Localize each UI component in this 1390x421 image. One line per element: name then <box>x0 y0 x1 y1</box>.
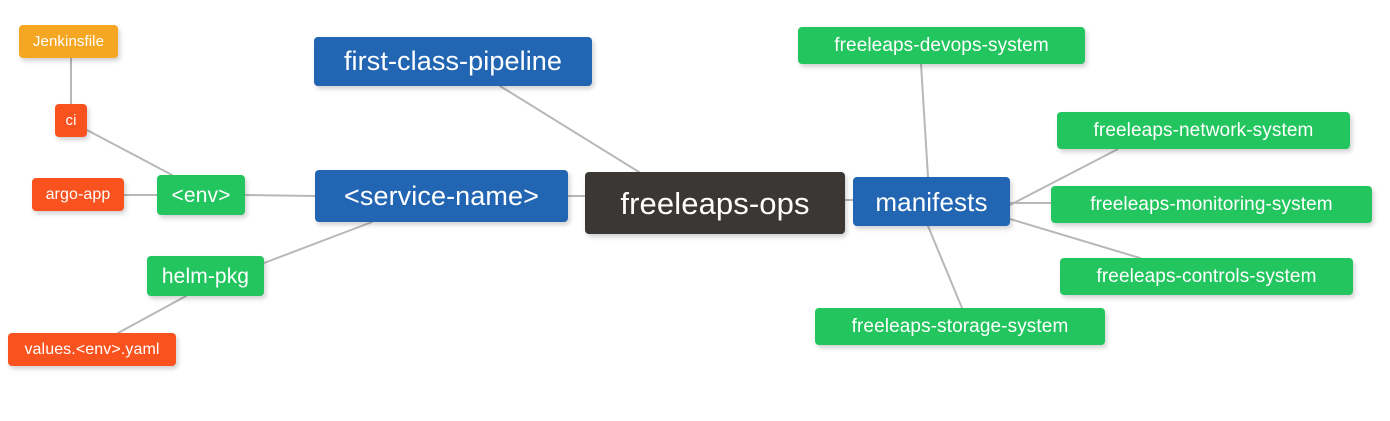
node-ci[interactable]: ci <box>55 104 87 137</box>
node-label: <env> <box>171 183 231 207</box>
node-label: values.<env>.yaml <box>24 340 160 358</box>
edge-manifests-to-devops <box>920 63 929 178</box>
edge-env-to-service-name <box>244 194 316 197</box>
node-label: freeleaps-ops <box>620 185 810 221</box>
edge-manifests-to-controls <box>1009 218 1141 259</box>
node-label: helm-pkg <box>161 264 250 288</box>
node-helm-pkg[interactable]: helm-pkg <box>147 256 264 296</box>
edge-manifests-to-storage <box>927 225 963 309</box>
node-devops[interactable]: freeleaps-devops-system <box>798 27 1085 64</box>
node-label: first-class-pipeline <box>343 46 563 76</box>
node-argo-app[interactable]: argo-app <box>32 178 124 211</box>
edge-helm-pkg-to-service-name <box>263 221 373 264</box>
node-storage[interactable]: freeleaps-storage-system <box>815 308 1105 345</box>
edge-manifests-to-network <box>1009 148 1119 206</box>
node-network[interactable]: freeleaps-network-system <box>1057 112 1350 149</box>
node-monitoring[interactable]: freeleaps-monitoring-system <box>1051 186 1372 223</box>
node-pipeline[interactable]: first-class-pipeline <box>314 37 592 86</box>
node-label: ci <box>65 112 77 129</box>
node-jenkinsfile[interactable]: Jenkinsfile <box>19 25 118 58</box>
node-manifests[interactable]: manifests <box>853 177 1010 226</box>
node-label: freeleaps-devops-system <box>834 35 1049 56</box>
edge-ci-to-env <box>86 129 173 176</box>
node-label: freeleaps-storage-system <box>851 316 1069 337</box>
node-label: <service-name> <box>344 180 539 211</box>
node-controls[interactable]: freeleaps-controls-system <box>1060 258 1353 295</box>
node-label: freeleaps-monitoring-system <box>1090 194 1333 215</box>
node-label: argo-app <box>45 185 111 203</box>
edge-pipeline-to-root <box>499 85 640 173</box>
edge-values-yaml-to-helm-pkg <box>117 295 187 334</box>
node-service-name[interactable]: <service-name> <box>315 170 568 222</box>
node-values-yaml[interactable]: values.<env>.yaml <box>8 333 176 366</box>
node-label: freeleaps-controls-system <box>1096 266 1317 287</box>
node-root[interactable]: freeleaps-ops <box>585 172 845 234</box>
node-label: freeleaps-network-system <box>1093 120 1314 141</box>
node-label: manifests <box>875 186 988 217</box>
node-label: Jenkinsfile <box>32 33 105 50</box>
node-env[interactable]: <env> <box>157 175 245 215</box>
